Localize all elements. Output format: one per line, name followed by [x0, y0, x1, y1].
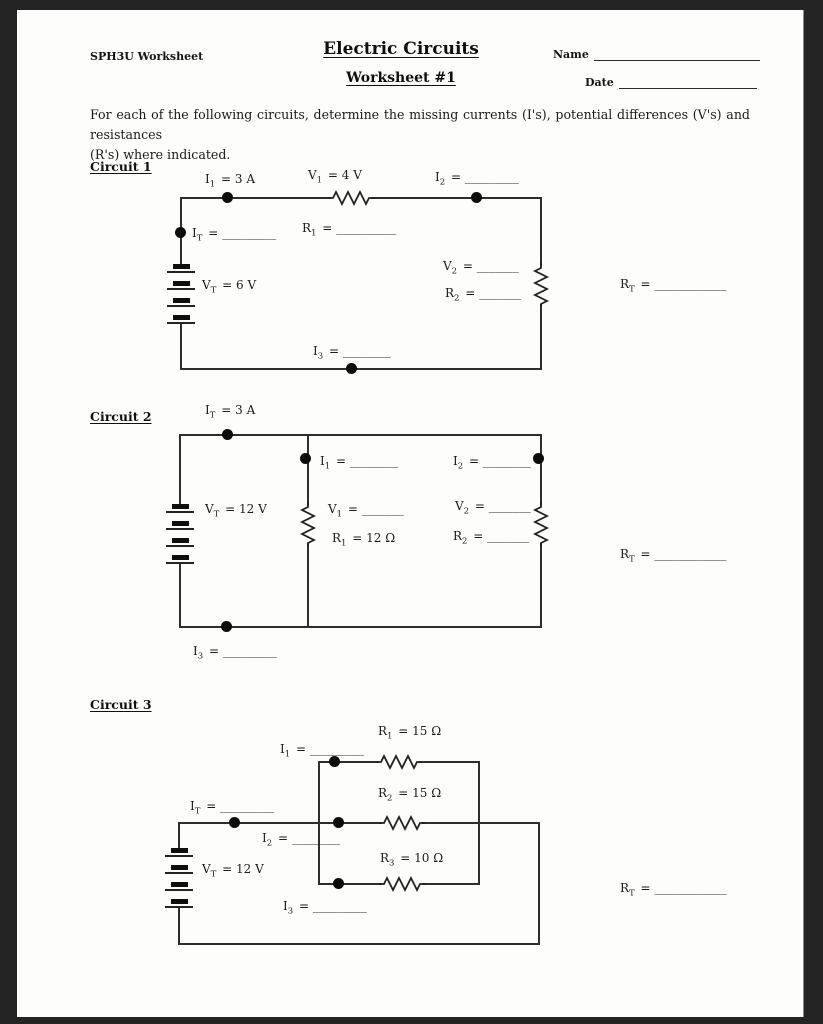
node-dot [471, 192, 482, 203]
label-c3-r1: R1 = 15 Ω [378, 724, 442, 742]
resistor-icon [379, 814, 425, 832]
resistor-icon [532, 502, 550, 546]
node-dot [300, 453, 311, 464]
label-c2-i1: I1 = ________ [320, 454, 398, 472]
wire [179, 434, 542, 436]
page-subtitle: Worksheet #1 [346, 70, 456, 86]
label-c3-i3: I3 = _________ [283, 899, 367, 917]
battery-icon [165, 848, 193, 916]
circuit-3-heading: Circuit 3 [90, 697, 152, 712]
wire [179, 562, 181, 628]
label-c1-r2: R2 = _______ [445, 286, 522, 304]
label-c2-i2: I2 = ________ [453, 454, 531, 472]
label-c1-rt: RT = ____________ [620, 277, 727, 295]
node-dot [175, 227, 186, 238]
node-dot [346, 363, 357, 374]
label-c2-r1: R1 = 12 Ω [332, 531, 396, 549]
node-dot [229, 817, 240, 828]
node-dot [333, 878, 344, 889]
resistor-icon [328, 189, 374, 207]
node-dot [329, 756, 340, 767]
label-c1-v2: V2 = _______ [443, 259, 519, 277]
battery-icon [166, 504, 194, 572]
instructions: For each of the following circuits, dete… [90, 105, 750, 165]
name-field: Name [553, 48, 760, 61]
wire [179, 626, 542, 628]
node-dot [222, 429, 233, 440]
node-dot [533, 453, 544, 464]
circuit-2-heading: Circuit 2 [90, 409, 152, 424]
label-c3-r3: R3 = 10 Ω [380, 851, 444, 869]
label-c1-i2: I2 = _________ [435, 170, 519, 188]
label-c3-it: IT = _________ [190, 799, 275, 817]
label-c2-it: IT = 3 A [205, 403, 256, 421]
wire [318, 761, 320, 885]
circuit-1-heading: Circuit 1 [90, 159, 152, 174]
wire [178, 822, 180, 850]
label-c3-i2: I2 = ________ [262, 831, 340, 849]
label-c2-i3: I3 = _________ [193, 644, 277, 662]
name-label: Name [553, 48, 589, 61]
label-c1-vt: VT = 6 V [202, 278, 257, 296]
label-c3-vt: VT = 12 V [202, 862, 264, 880]
label-c2-vt: VT = 12 V [205, 502, 267, 520]
label-c3-rt: RT = ____________ [620, 881, 727, 899]
label-c2-v1: V1 = _______ [328, 502, 404, 520]
resistor-icon [379, 875, 425, 893]
label-c2-v2: V2 = _______ [455, 499, 531, 517]
node-dot [333, 817, 344, 828]
date-field: Date [585, 76, 757, 89]
wire [178, 822, 540, 824]
label-c1-i1: I1 = 3 A [205, 172, 255, 190]
label-c1-v1: V1 = 4 V [308, 168, 362, 186]
instructions-line2: (R's) where indicated. [90, 147, 231, 163]
label-c2-rt: RT = ____________ [620, 547, 727, 565]
label-c1-r1: R1 = __________ [302, 221, 397, 239]
node-dot [221, 621, 232, 632]
wire [179, 434, 181, 504]
course-label: SPH3U Worksheet [90, 50, 204, 63]
wire [538, 822, 540, 945]
battery-icon [167, 264, 195, 332]
date-label: Date [585, 76, 614, 89]
wire [180, 368, 542, 370]
name-blank-line [593, 48, 760, 61]
resistor-icon [532, 263, 550, 307]
node-dot [222, 192, 233, 203]
label-c3-i1: I1 = _________ [280, 742, 364, 760]
wire [178, 943, 540, 945]
label-c1-it: IT = _________ [192, 226, 277, 244]
resistor-icon [376, 753, 422, 771]
label-c1-i3: I3 = ________ [313, 344, 391, 362]
wire [180, 322, 182, 370]
date-blank-line [618, 76, 757, 89]
resistor-icon [299, 502, 317, 546]
worksheet-page: SPH3U Worksheet Electric Circuits Worksh… [17, 10, 804, 1017]
wire [478, 761, 480, 885]
instructions-line1: For each of the following circuits, dete… [90, 107, 750, 143]
page-title: Electric Circuits [323, 39, 479, 59]
label-c2-r2: R2 = _______ [453, 529, 530, 547]
label-c3-r2: R2 = 15 Ω [378, 786, 442, 804]
wire [178, 906, 180, 945]
